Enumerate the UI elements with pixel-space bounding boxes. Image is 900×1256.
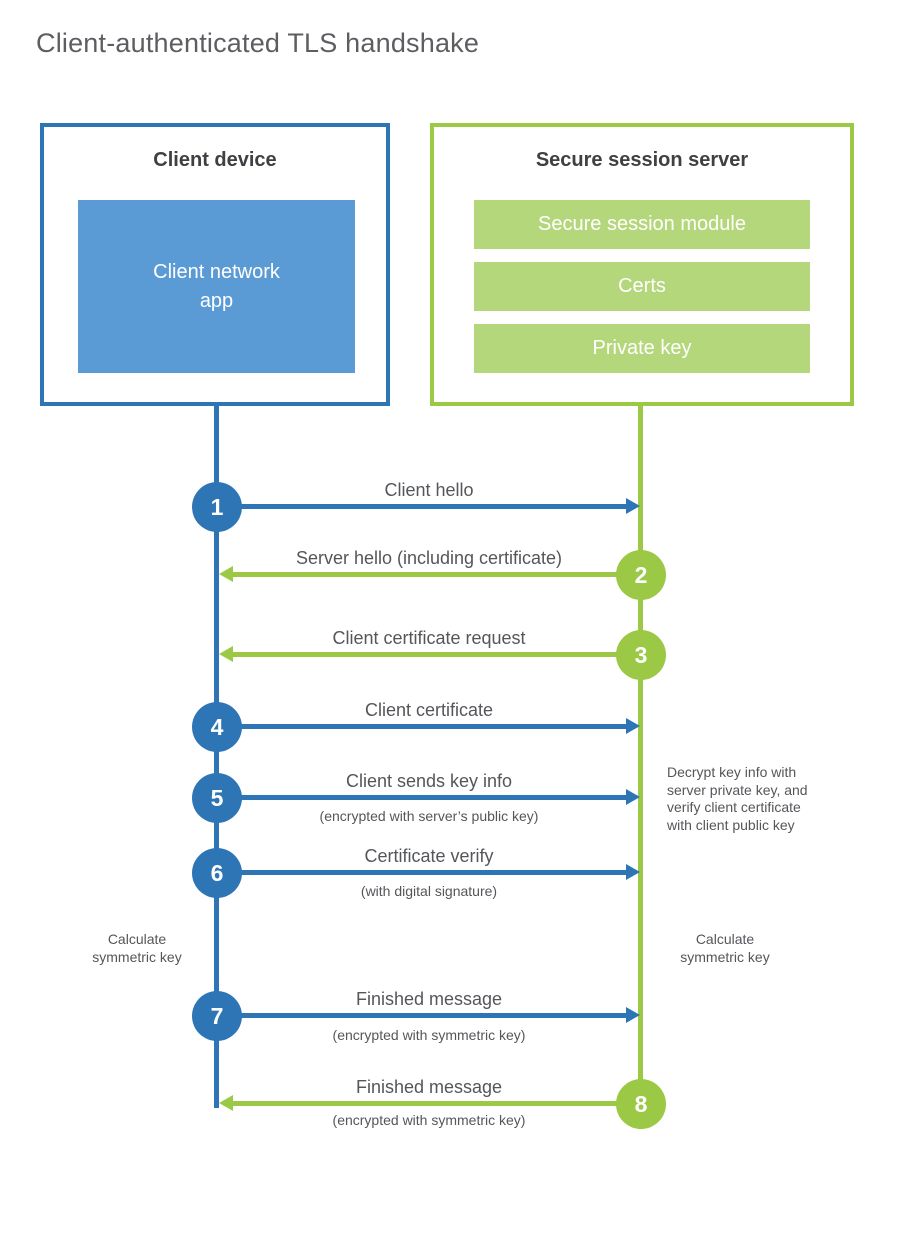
note-calc-left-line1: Calculate bbox=[107, 931, 167, 947]
step-circle-7: 7 bbox=[192, 991, 242, 1041]
message-arrow-8 bbox=[219, 1095, 618, 1111]
note-decrypt-line2: server private key, and bbox=[667, 781, 808, 798]
message-label-1: Client hello bbox=[384, 480, 474, 500]
server-module-secure-session: Secure session module bbox=[474, 200, 810, 249]
note-calc-left-line2: symmetric key bbox=[92, 948, 182, 965]
server-module-private-key: Private key bbox=[474, 324, 810, 373]
step-circle-3: 3 bbox=[616, 630, 666, 680]
message-label-4: Client certificate bbox=[364, 700, 494, 720]
server-module-certs: Certs bbox=[474, 262, 810, 311]
note-calc-right-line1: Calculate bbox=[695, 931, 755, 947]
client-lifeline bbox=[214, 406, 219, 1108]
client-app-label-line2: app bbox=[199, 289, 234, 312]
server-lifeline bbox=[638, 406, 643, 1129]
note-calc-symmetric-key-client: Calculate symmetric key bbox=[72, 931, 202, 966]
message-label-2: Server hello (including certificate) bbox=[295, 548, 563, 568]
client-app-label-line1: Client network bbox=[153, 260, 280, 283]
note-calc-symmetric-key-server: Calculate symmetric key bbox=[660, 931, 790, 966]
message-arrow-6 bbox=[240, 864, 640, 880]
step-circle-1: 1 bbox=[192, 482, 242, 532]
message-arrow-4 bbox=[240, 718, 640, 734]
server-box: Secure session server Secure session mod… bbox=[430, 123, 854, 406]
page-title: Client-authenticated TLS handshake bbox=[36, 28, 480, 58]
message-sublabel-6: (with digital signature) bbox=[360, 883, 498, 899]
note-decrypt-key-info: Decrypt key info with server private key… bbox=[667, 764, 842, 834]
client-device-box: Client device Client network app bbox=[40, 123, 390, 406]
message-sublabel-8: (encrypted with symmetric key) bbox=[332, 1112, 526, 1128]
message-label-5: Client sends key info bbox=[345, 771, 513, 791]
message-sublabel-5: (encrypted with server’s public key) bbox=[319, 808, 539, 824]
note-decrypt-line1: Decrypt key info with bbox=[667, 764, 797, 780]
message-arrow-1 bbox=[240, 498, 640, 514]
client-device-title: Client device bbox=[153, 149, 277, 171]
step-circle-4: 4 bbox=[192, 702, 242, 752]
message-arrow-2 bbox=[219, 566, 618, 582]
message-arrow-5 bbox=[240, 789, 640, 805]
message-arrow-3 bbox=[219, 646, 618, 662]
client-network-app-box: Client network app bbox=[78, 200, 355, 373]
step-circle-6: 6 bbox=[192, 848, 242, 898]
note-decrypt-line4: with client public key bbox=[667, 816, 795, 833]
step-circle-2: 2 bbox=[616, 550, 666, 600]
message-arrow-7 bbox=[240, 1007, 640, 1023]
message-label-3: Client certificate request bbox=[332, 628, 526, 648]
note-decrypt-line3: verify client certificate bbox=[667, 799, 801, 815]
message-label-6: Certificate verify bbox=[364, 846, 494, 866]
step-circle-5: 5 bbox=[192, 773, 242, 823]
message-sublabel-7: (encrypted with symmetric key) bbox=[332, 1027, 526, 1043]
step-circle-8: 8 bbox=[616, 1079, 666, 1129]
note-calc-right-line2: symmetric key bbox=[680, 948, 770, 965]
server-title: Secure session server bbox=[535, 149, 749, 171]
message-label-7: Finished message bbox=[355, 989, 503, 1009]
message-label-8: Finished message bbox=[355, 1077, 503, 1097]
